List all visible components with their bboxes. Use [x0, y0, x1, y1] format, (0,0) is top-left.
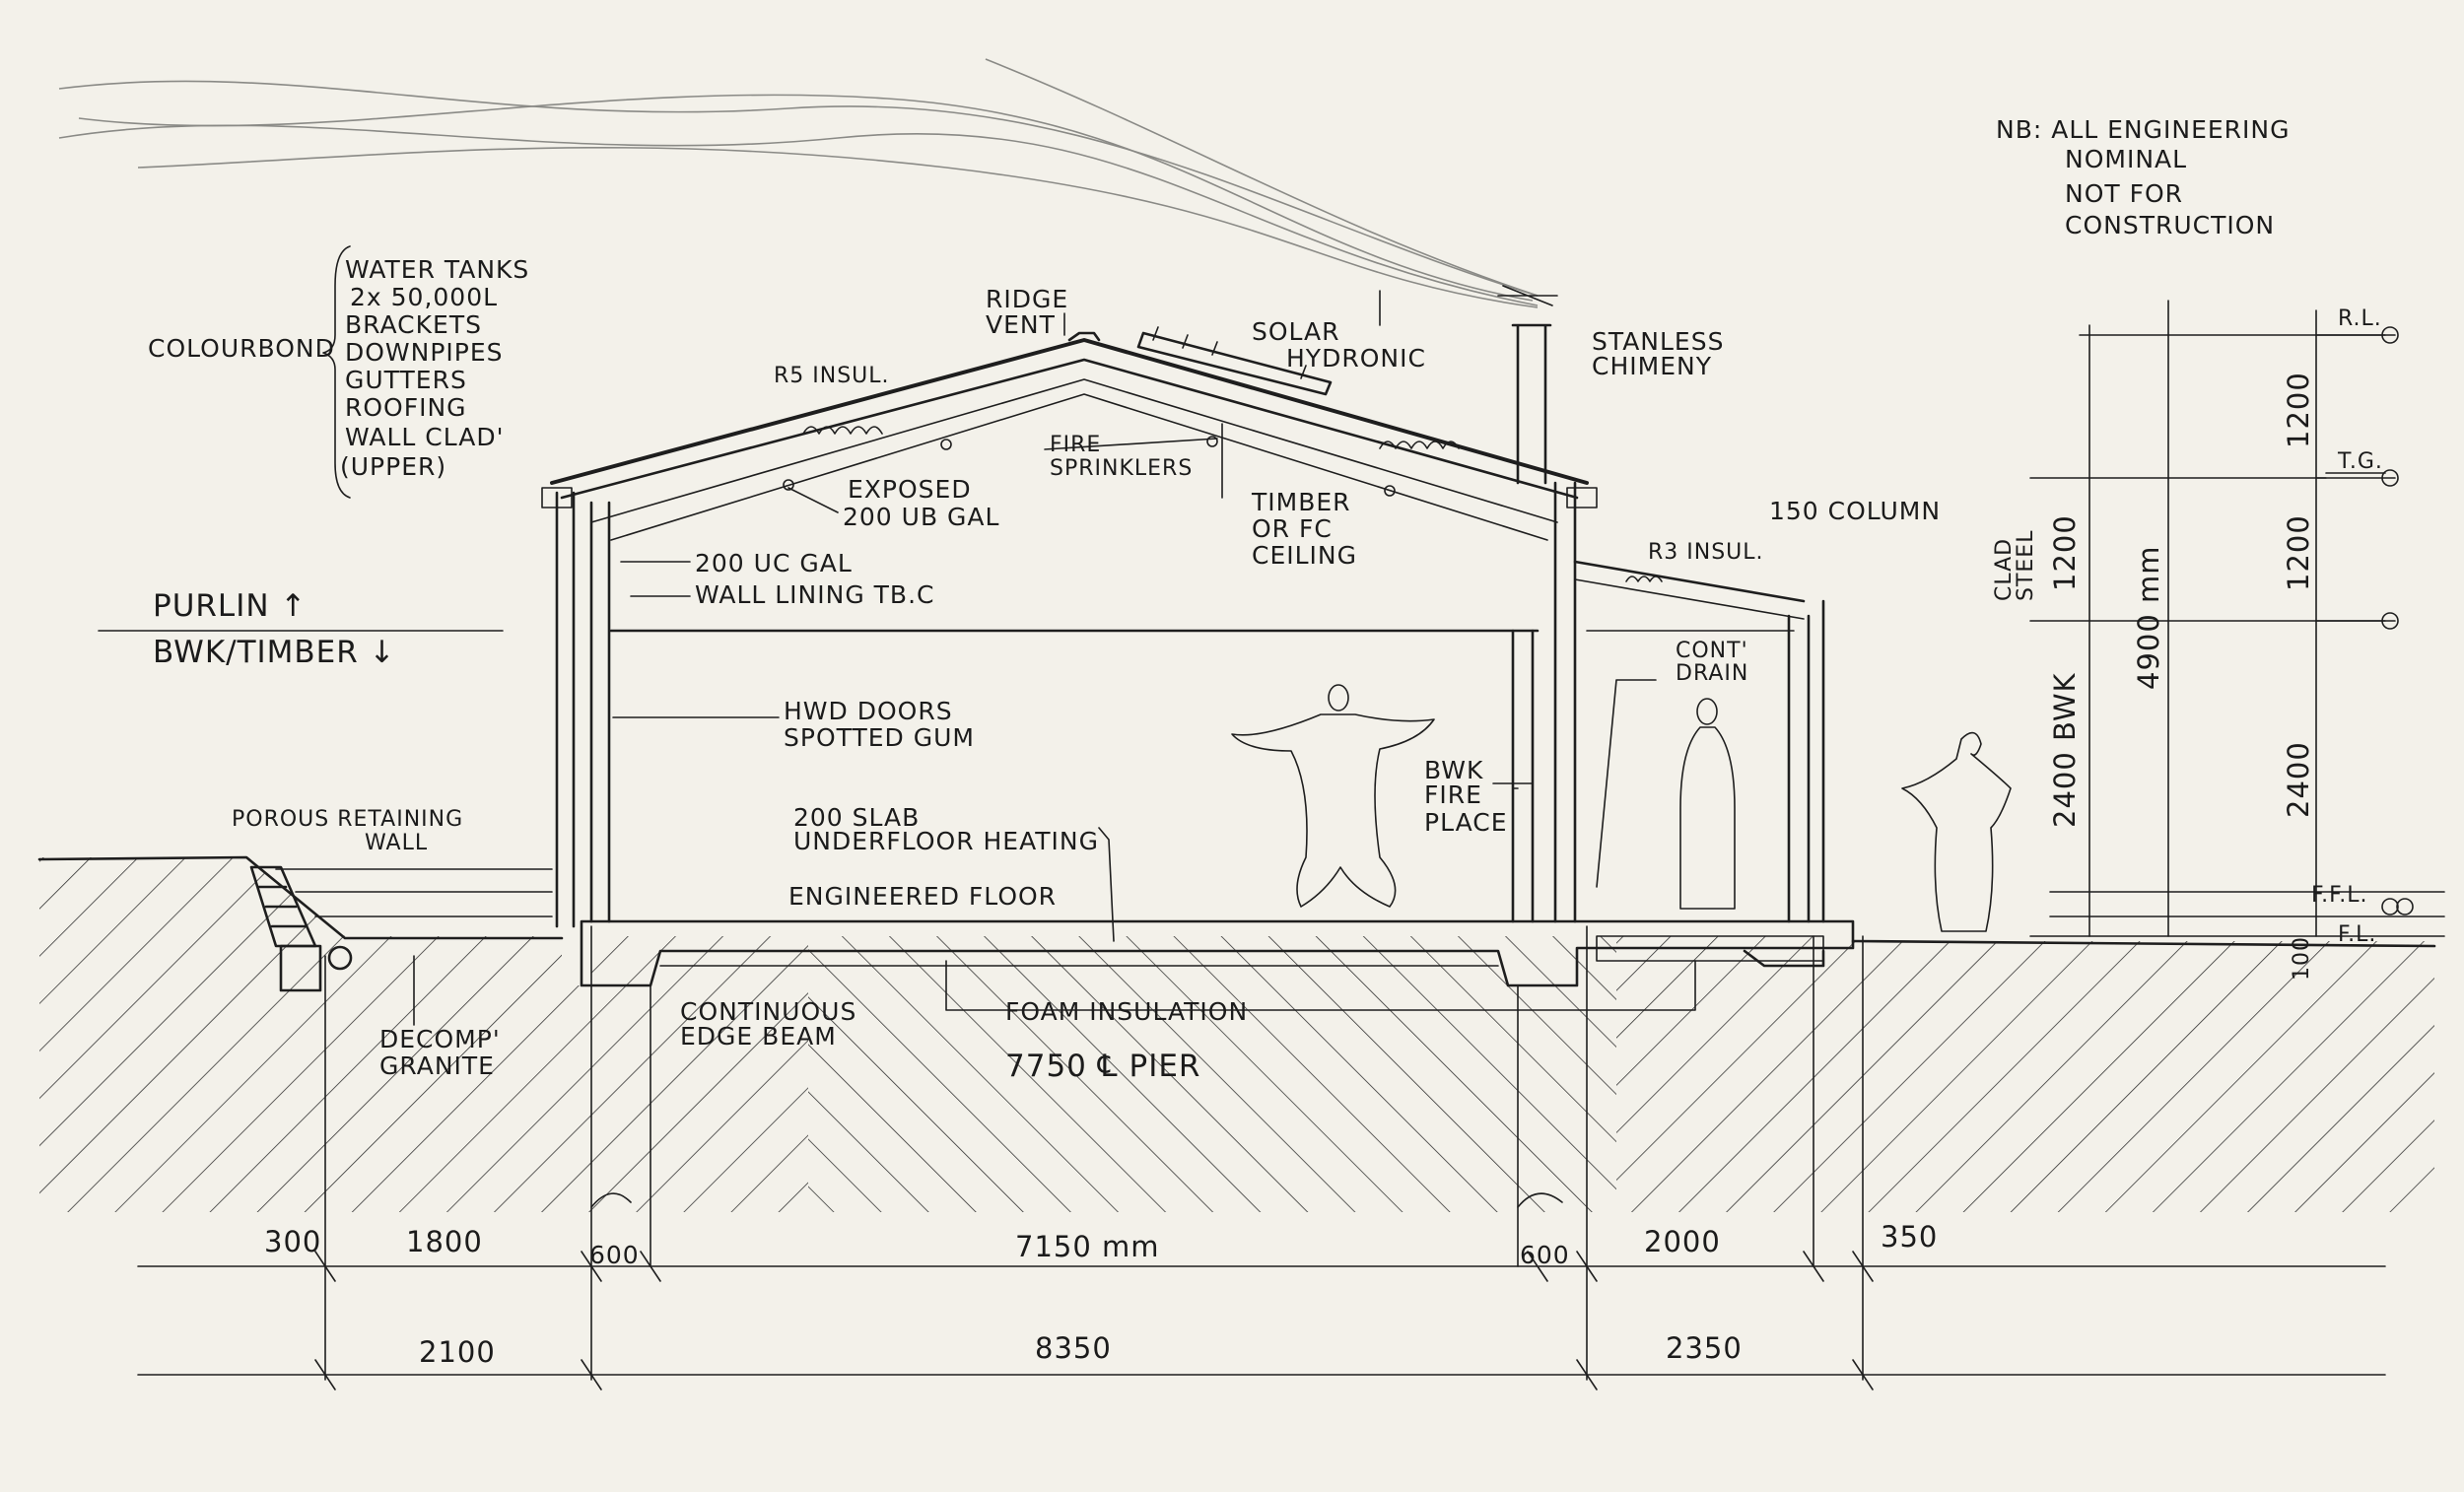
slab-label: 200 SLAB	[793, 803, 920, 832]
dim-600-right: 600	[1520, 1241, 1570, 1269]
main-building	[541, 285, 1598, 928]
ridge-vent-label: VENT	[986, 310, 1056, 339]
level-rl: R.L.	[2338, 306, 2382, 331]
bwk-fireplace-label: PLACE	[1424, 808, 1508, 837]
dim-2400: 2400	[2282, 741, 2315, 818]
nb-line-2: NOMINAL	[2065, 145, 2187, 173]
chimney-smoke	[58, 58, 1539, 308]
dim-1800: 1800	[406, 1225, 483, 1258]
retained-fill-lines	[275, 868, 553, 917]
wall-lining-label: WALL LINING TB.C	[695, 580, 934, 609]
timber-ceiling-label: OR FC	[1252, 514, 1333, 543]
level-tg: T.G.	[2337, 449, 2383, 474]
decomp-granite-label: GRANITE	[379, 1051, 495, 1080]
r5-insul-label: R5 INSUL.	[774, 364, 890, 388]
engineered-floor-label: ENGINEERED FLOOR	[788, 882, 1057, 911]
r3-insul-label: R3 INSUL.	[1648, 540, 1764, 565]
fire-sprinklers-label: FIRE	[1050, 433, 1101, 457]
dim-2350: 2350	[1666, 1331, 1743, 1365]
dim-1200-middle: 1200	[2282, 514, 2315, 591]
colourbond-item: ROOFING	[345, 393, 467, 422]
bwk-timber-label: BWK/TIMBER ↓	[153, 635, 396, 670]
dim-2400-bwk: 2400 BWK	[2048, 672, 2082, 828]
hwd-doors-label: SPOTTED GUM	[784, 723, 975, 752]
colourbond-item: (UPPER)	[340, 452, 446, 481]
colourbond-list: COLOURBOND WATER TANKS 2x 50,000L BRACKE…	[148, 255, 529, 481]
exposed-ub-label: 200 UB GAL	[843, 503, 999, 531]
timber-ceiling-label: CEILING	[1252, 541, 1357, 570]
colourbond-brace	[322, 245, 351, 499]
ground-line-right	[1851, 939, 2436, 948]
vertical-dimension-lines	[2029, 300, 2445, 937]
pier-label: 7750 ℄ PIER	[1005, 1049, 1200, 1084]
dim-600-left: 600	[589, 1241, 640, 1269]
purlin-label: PURLIN ↑	[153, 588, 307, 624]
decomp-granite-label: DECOMP'	[379, 1025, 501, 1053]
porous-wall-label: WALL	[365, 831, 428, 855]
ridge-vent-label: RIDGE	[986, 285, 1068, 313]
ground-line-left	[37, 855, 564, 940]
edge-beam-label: CONTINUOUS	[680, 997, 856, 1026]
solar-label: HYDRONIC	[1286, 344, 1426, 373]
dim-7150: 7150 mm	[1015, 1230, 1160, 1263]
dim-4900: 4900 mm	[2132, 545, 2165, 690]
colourbond-item: DOWNPIPES	[345, 338, 504, 367]
dim-300: 300	[264, 1225, 321, 1258]
dim-350: 350	[1881, 1220, 1938, 1254]
dim-1200-clad: 1200	[2048, 514, 2082, 591]
level-ffl: F.F.L.	[2311, 883, 2367, 908]
colourbond-item: WALL CLAD'	[345, 423, 504, 451]
clad-steel-label: CLAD	[1992, 538, 2017, 601]
dim-8350: 8350	[1035, 1331, 1112, 1365]
leader-lines	[413, 290, 1696, 1026]
fire-sprinklers-label: SPRINKLERS	[1050, 456, 1193, 481]
slab	[580, 919, 1855, 987]
edge-beam-label: EDGE BEAM	[680, 1022, 837, 1051]
chimney-label: CHIMENY	[1592, 352, 1712, 380]
exposed-ub-label: EXPOSED	[848, 475, 972, 504]
column-label: 150 COLUMN	[1769, 497, 1941, 525]
nb-line-4: CONSTRUCTION	[2065, 211, 2275, 239]
slab-label: UNDERFLOOR HEATING	[793, 827, 1099, 855]
dim-2000: 2000	[1644, 1225, 1721, 1258]
chimney-label: STANLESS	[1592, 327, 1724, 356]
colourbond-label: COLOURBOND	[148, 334, 335, 363]
porous-wall-label: POROUS RETAINING	[232, 807, 463, 832]
nb-line-3: NOT FOR	[2065, 179, 2183, 208]
colourbond-item: 2x 50,000L	[350, 283, 498, 311]
cont-drain-label: CONT'	[1676, 639, 1748, 663]
porous-retaining-wall	[249, 865, 353, 992]
level-fl: F.L.	[2338, 922, 2376, 947]
colourbond-item: WATER TANKS	[345, 255, 529, 284]
solar-label: SOLAR	[1252, 317, 1340, 346]
colourbond-item: BRACKETS	[345, 310, 482, 339]
nb-note: NB: ALL ENGINEERING NOMINAL NOT FOR CONS…	[1996, 115, 2290, 239]
human-figures	[1231, 684, 2012, 932]
horizontal-dimension-lines	[137, 925, 2386, 1390]
cont-drain-label: DRAIN	[1676, 661, 1748, 686]
annex-building	[1573, 560, 1825, 923]
dim-100: 100	[2290, 936, 2314, 981]
bwk-fireplace-label: FIRE	[1424, 780, 1482, 809]
colourbond-item: GUTTERS	[345, 366, 467, 394]
bwk-fireplace-label: BWK	[1424, 756, 1483, 784]
uc-gal-label: 200 UC GAL	[695, 549, 853, 577]
foam-insulation-label: FOAM INSULATION	[1005, 997, 1248, 1026]
nb-line-1: NB: ALL ENGINEERING	[1996, 115, 2290, 144]
clad-steel-label: STEEL	[2014, 530, 2038, 601]
hwd-doors-label: HWD DOORS	[784, 697, 953, 725]
timber-ceiling-label: TIMBER	[1251, 488, 1351, 516]
dim-2100: 2100	[419, 1335, 496, 1369]
dim-1200-upper: 1200	[2282, 372, 2315, 448]
